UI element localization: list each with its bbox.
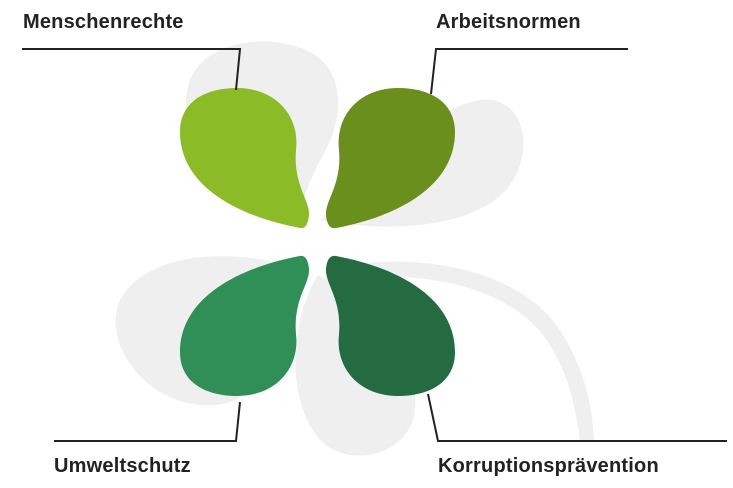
shadow-stem [330, 261, 594, 440]
label-korruptionspraevention: Korruptionsprävention [438, 455, 659, 477]
leader-line-bottom-left [54, 401, 241, 442]
label-arbeitsnormen: Arbeitsnormen [436, 11, 581, 33]
label-menschenrechte: Menschenrechte [23, 11, 184, 33]
leader-line-top-right [430, 48, 628, 95]
leaf-bottom-left [180, 255, 310, 396]
clover-shadow [115, 41, 594, 456]
leader-line-bottom-right [427, 393, 727, 442]
leaf-top-left [180, 88, 310, 229]
leader-lines [22, 48, 727, 442]
label-umweltschutz: Umweltschutz [54, 455, 191, 477]
leaf-bottom-right [325, 255, 455, 396]
leader-line-top-left [22, 48, 242, 91]
leaf-top-right [325, 88, 455, 229]
